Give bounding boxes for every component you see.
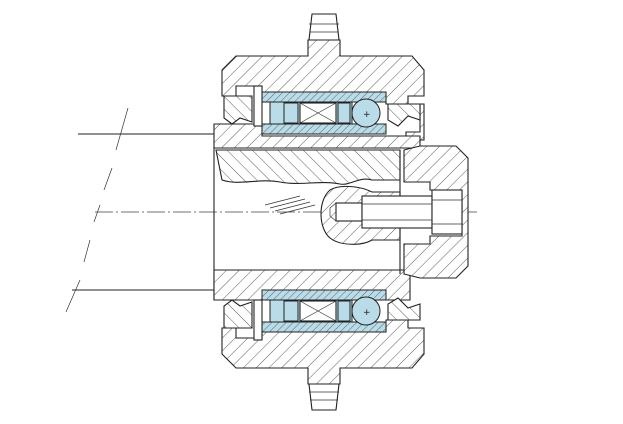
needle-roller-cage-top (283, 102, 351, 124)
svg-text:+: + (363, 110, 371, 120)
seal-lip-right-top (387, 103, 421, 127)
needle-roller-cage-bottom (283, 300, 351, 322)
flange-teeth (308, 13, 340, 41)
bolt (329, 189, 463, 235)
end-nut (399, 145, 469, 279)
retaining-ring-top (253, 85, 263, 127)
svg-text:+: + (363, 308, 371, 318)
broken-shaft-end (65, 107, 214, 313)
seal-lip-left-top (223, 95, 253, 125)
shaft (213, 123, 421, 301)
seal-lip-right-bottom (387, 297, 421, 321)
hatched-housing (221, 13, 425, 411)
retaining-ring-bottom (253, 299, 263, 341)
seal-lip-left-bottom (223, 299, 253, 329)
